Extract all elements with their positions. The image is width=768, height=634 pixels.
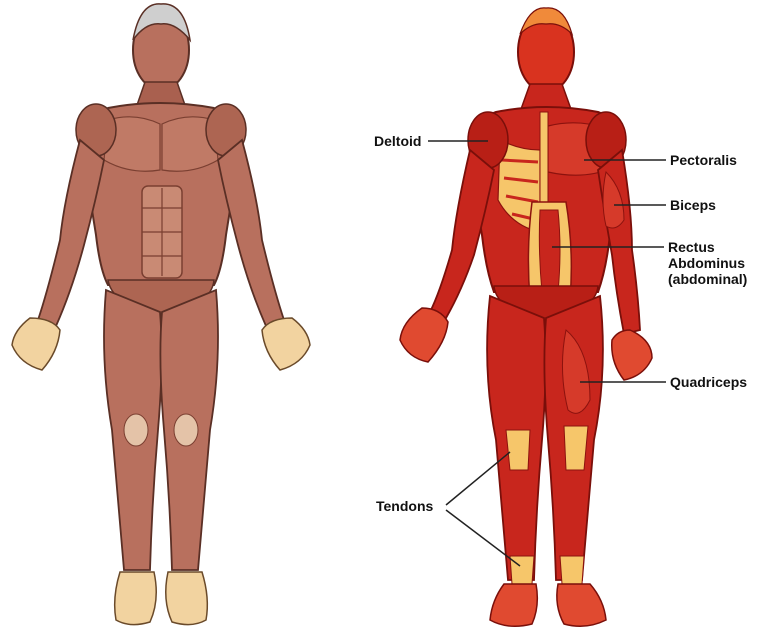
tendons-label: Tendons (376, 498, 433, 514)
right-hand-r (612, 330, 652, 380)
right-foot-l (490, 584, 537, 626)
rectus-label-line-3: (abdominal) (668, 271, 747, 287)
deltoid-label: Deltoid (374, 133, 421, 149)
left-hand-l (12, 318, 60, 370)
left-arm-r (218, 140, 284, 326)
left-muscle-figure (12, 4, 310, 625)
right-rectus-muscle (539, 210, 560, 292)
right-rib-1 (502, 160, 538, 162)
right-tendon-knee-l (506, 430, 530, 470)
right-sternum (540, 112, 548, 202)
rectus-label-line-1: Rectus (668, 239, 747, 255)
right-tendon-knee-r (564, 426, 588, 470)
left-knee-r (174, 414, 198, 446)
pectoralis-label: Pectoralis (670, 152, 737, 168)
right-hand-l (400, 308, 448, 362)
rectus-label-line-2: Abdominus (668, 255, 747, 271)
rectus-abdominus-label: Rectus Abdominus (abdominal) (668, 239, 747, 287)
quadriceps-label: Quadriceps (670, 374, 747, 390)
right-tendon-ankle-r (560, 556, 584, 584)
left-hand-r (262, 318, 310, 370)
left-knee-l (124, 414, 148, 446)
left-foot-r (166, 572, 208, 625)
left-foot-l (115, 572, 157, 625)
left-arm-l (38, 140, 104, 326)
right-foot-r (557, 584, 606, 626)
right-tendon-ankle-l (510, 556, 534, 584)
biceps-label: Biceps (670, 197, 716, 213)
right-muscle-figure (400, 8, 652, 626)
